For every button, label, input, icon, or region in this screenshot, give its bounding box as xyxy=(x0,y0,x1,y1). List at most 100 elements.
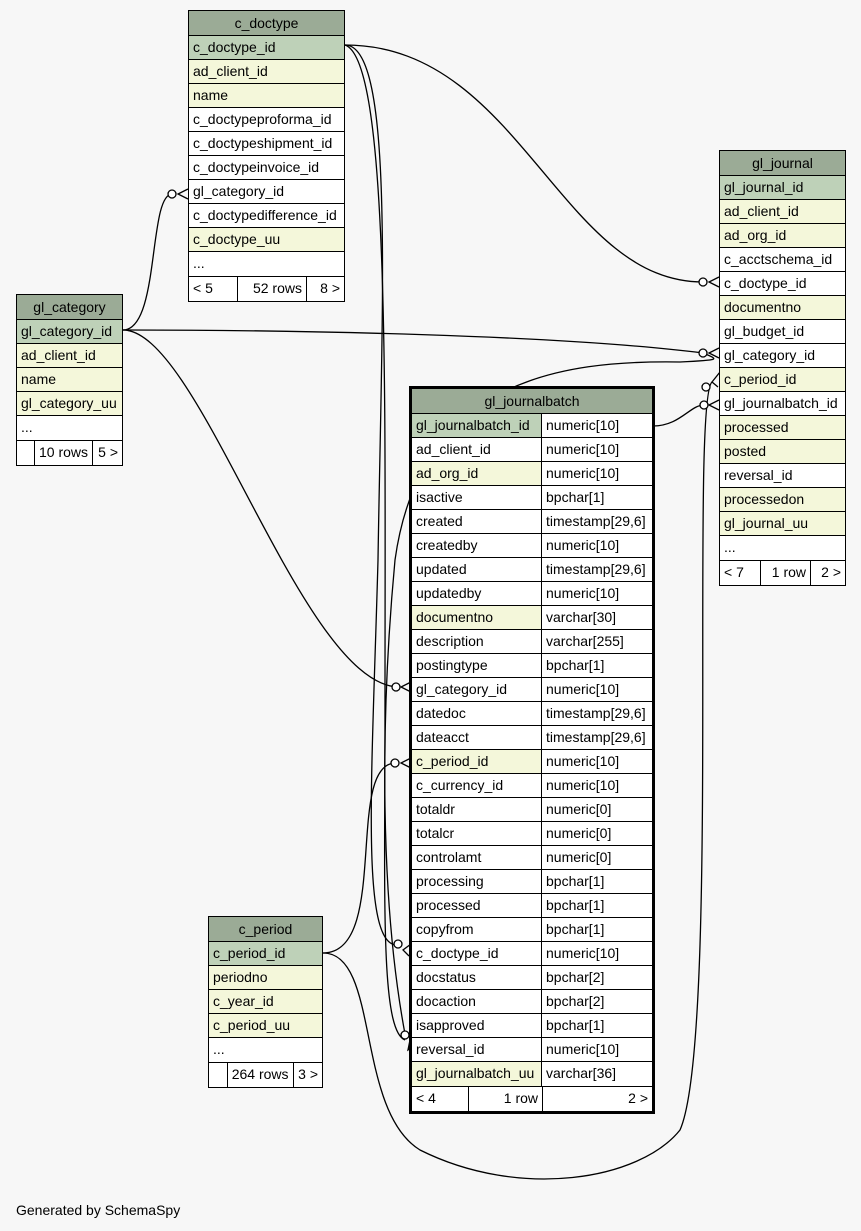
table-column-row[interactable]: gl_journal_id xyxy=(720,176,845,200)
crowfoot-circle xyxy=(699,400,709,410)
column-name: gl_category_uu xyxy=(17,392,122,415)
table-column-row[interactable]: ad_client_id xyxy=(720,200,845,224)
table-column-row[interactable]: periodno xyxy=(209,966,322,990)
table-header[interactable]: gl_journalbatch xyxy=(412,389,652,414)
column-name: c_currency_id xyxy=(412,774,542,797)
table-column-row[interactable]: gl_journal_uu xyxy=(720,512,845,536)
footer-next[interactable]: 2 > xyxy=(810,561,845,585)
table-header[interactable]: gl_category xyxy=(17,295,122,320)
table-column-row[interactable]: c_doctype_id xyxy=(720,272,845,296)
table-column-row[interactable]: gl_category_id xyxy=(720,344,845,368)
table-column-row[interactable]: c_doctype_uu xyxy=(189,228,344,252)
table-column-row[interactable]: ... xyxy=(720,536,845,560)
footer-next[interactable]: 5 > xyxy=(92,441,122,465)
footer-next[interactable]: 8 > xyxy=(306,277,344,301)
footer-next[interactable]: 2 > xyxy=(542,1087,652,1111)
column-name: documentno xyxy=(720,296,845,319)
table-column-row[interactable]: c_doctypedifference_id xyxy=(189,204,344,228)
crowfoot-circle xyxy=(400,1030,410,1040)
table-column-row[interactable]: c_doctype_id xyxy=(189,36,344,60)
table-column-row[interactable]: processedon xyxy=(720,488,845,512)
crowfoot-circle xyxy=(390,758,400,768)
table-column-row[interactable]: ad_org_id xyxy=(720,224,845,248)
table-column-row[interactable]: c_period_id xyxy=(720,368,845,392)
column-name: c_period_id xyxy=(720,368,845,391)
column-type: numeric[0] xyxy=(546,801,612,817)
table-header[interactable]: gl_journal xyxy=(720,151,845,176)
table-column-row[interactable]: c_year_id xyxy=(209,990,322,1014)
footer-prev[interactable]: < 7 xyxy=(724,564,744,580)
table-header[interactable]: c_period xyxy=(209,917,322,942)
table-column-row[interactable]: gl_journalbatch_id xyxy=(720,392,845,416)
table-column-row[interactable]: ad_client_id xyxy=(189,60,344,84)
footer-prev[interactable]: < 5 xyxy=(193,280,213,296)
table-column-row[interactable]: name xyxy=(17,368,122,392)
table-column-row[interactable]: posted xyxy=(720,440,845,464)
table-column-row[interactable]: gl_category_uu xyxy=(17,392,122,416)
column-name: c_acctschema_id xyxy=(724,251,833,267)
table-column-row[interactable]: gl_budget_id xyxy=(720,320,845,344)
column-name: dateacct xyxy=(412,726,542,749)
table-column-row[interactable]: c_period_uu xyxy=(209,1014,322,1038)
table-column-row[interactable]: ... xyxy=(189,252,344,276)
column-type: bpchar[2] xyxy=(546,993,605,1009)
table-column-row[interactable]: c_doctypeproforma_id xyxy=(189,108,344,132)
table-column-row[interactable]: name xyxy=(189,84,344,108)
table-column-row[interactable]: gl_category_id xyxy=(17,320,122,344)
footer-rows: 10 rows xyxy=(33,441,92,465)
column-type: numeric[10] xyxy=(546,441,620,457)
table-column-row[interactable]: ... xyxy=(17,416,122,440)
table-column-row[interactable]: gl_category_id xyxy=(189,180,344,204)
table-column-row[interactable]: reversal_id xyxy=(720,464,845,488)
table-column-row[interactable]: ad_client_id xyxy=(17,344,122,368)
column-type: bpchar[1] xyxy=(546,657,605,673)
table-column-row[interactable]: c_acctschema_id xyxy=(720,248,845,272)
table-column-row[interactable]: c_doctypeinvoice_id xyxy=(189,156,344,180)
column-type: bpchar[2] xyxy=(546,969,605,985)
footer-prev[interactable] xyxy=(209,1063,227,1087)
table-column-row[interactable]: c_period_id xyxy=(209,942,322,966)
table-column-row[interactable]: processed xyxy=(720,416,845,440)
footer-prev[interactable] xyxy=(17,441,34,465)
table-column-row[interactable]: ... xyxy=(209,1038,322,1062)
table-header[interactable]: c_doctype xyxy=(189,11,344,36)
table-column-row[interactable]: documentno xyxy=(720,296,845,320)
footer-prev[interactable]: < 4 xyxy=(416,1090,436,1106)
column-type: numeric[10] xyxy=(546,537,620,553)
footer-next[interactable]: 3 > xyxy=(292,1063,322,1087)
table-column-row[interactable]: c_doctypeshipment_id xyxy=(189,132,344,156)
